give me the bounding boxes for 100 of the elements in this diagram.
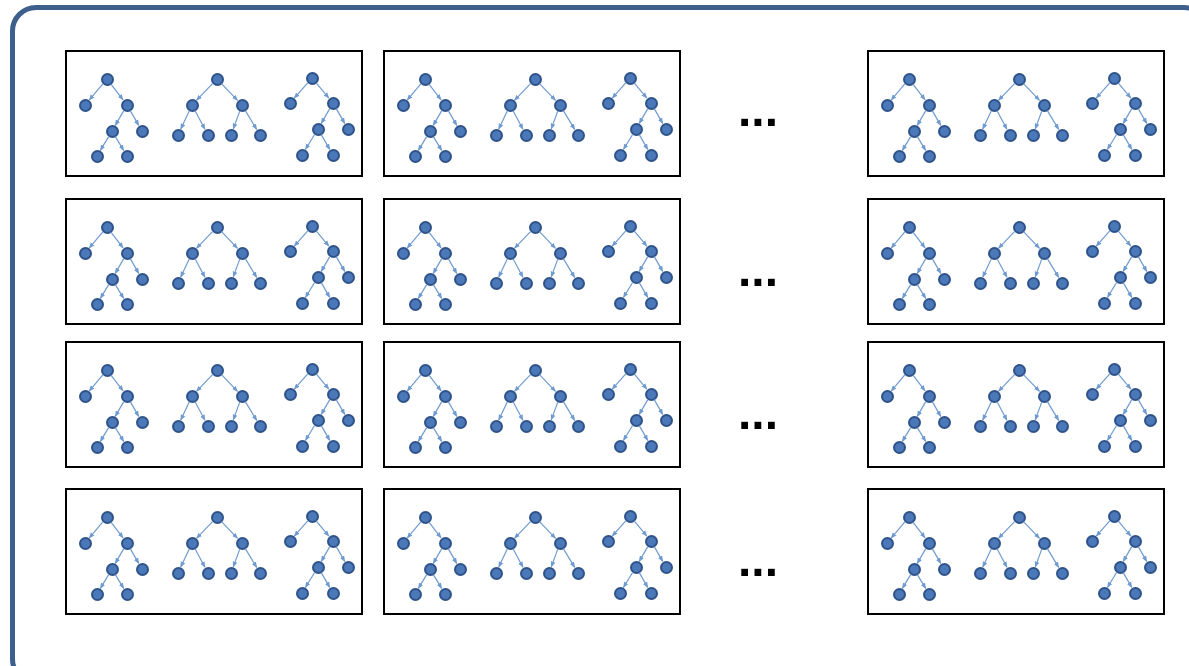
arrow (180, 258, 190, 278)
arrow (901, 426, 912, 443)
tree-panel (867, 488, 1165, 615)
arrow (232, 548, 241, 568)
arrow (114, 426, 125, 443)
arrow (432, 258, 443, 274)
arrow (638, 399, 649, 415)
arrow (320, 399, 331, 415)
arrow (110, 521, 124, 539)
arrow (498, 110, 508, 130)
arrow (406, 374, 422, 392)
arrow (1046, 547, 1060, 569)
arrow (180, 401, 190, 421)
arrow (432, 548, 443, 564)
arrow (550, 110, 559, 130)
tree-panel (867, 50, 1165, 177)
arrow (320, 256, 331, 272)
arrow (901, 573, 912, 590)
arrow (195, 374, 214, 392)
arrow (912, 521, 926, 539)
arrow (335, 108, 346, 124)
arrow (916, 548, 927, 564)
arrow (232, 258, 241, 278)
arrow (982, 110, 992, 130)
arrow (513, 521, 532, 539)
arrow (1117, 520, 1132, 537)
arrow (1034, 110, 1043, 130)
arrow (638, 282, 649, 298)
arrow (320, 546, 331, 562)
arrow (982, 548, 992, 568)
arrow (996, 258, 1008, 278)
arrow (1122, 399, 1133, 415)
arrow (428, 83, 442, 101)
arrow (1137, 399, 1148, 415)
arrow (195, 521, 214, 539)
arrow (432, 426, 443, 443)
arrow (1106, 571, 1118, 589)
arrow (114, 135, 125, 152)
arrow (88, 521, 104, 539)
arrow (428, 521, 442, 539)
arrow (232, 110, 241, 130)
arrow (244, 400, 258, 422)
arrow (638, 256, 649, 272)
arrow (633, 230, 648, 247)
arrow (1034, 258, 1043, 278)
arrow (916, 401, 927, 417)
arrow (114, 401, 125, 417)
arrow (432, 573, 443, 590)
arrow (1137, 256, 1148, 272)
arrow (890, 374, 906, 392)
arrow (916, 283, 927, 300)
arrow (320, 425, 331, 441)
arrow (931, 258, 942, 274)
arrow (653, 399, 664, 415)
arrow (1095, 373, 1111, 390)
arrow (611, 373, 627, 390)
ellipsis: ... (738, 246, 778, 294)
arrow (432, 135, 443, 152)
arrow (244, 109, 258, 131)
arrow (1122, 134, 1133, 150)
arrow (513, 231, 532, 249)
arrow (129, 401, 140, 417)
arrow (447, 110, 458, 126)
arrow (1095, 520, 1111, 537)
arrow (996, 110, 1008, 130)
arrow (129, 258, 140, 274)
arrow (406, 231, 422, 249)
arrow (550, 258, 559, 278)
arrow (110, 231, 124, 249)
arrow (194, 110, 206, 130)
arrow (498, 401, 508, 421)
arrow (997, 83, 1016, 101)
arrow (538, 521, 557, 539)
tree-panel (65, 341, 363, 468)
arrow (622, 281, 634, 299)
arrow (1137, 108, 1148, 124)
arrow (890, 521, 906, 539)
arrow (406, 521, 422, 539)
arrow (638, 546, 649, 562)
arrow (498, 258, 508, 278)
arrow (1117, 82, 1132, 99)
arrow (304, 424, 316, 442)
arrow (1046, 257, 1060, 279)
arrow (244, 257, 258, 279)
arrow (996, 401, 1008, 421)
arrow (538, 231, 557, 249)
arrow (931, 401, 942, 417)
arrow (916, 258, 927, 274)
arrow (335, 546, 346, 562)
arrow (335, 399, 346, 415)
arrow (220, 374, 239, 392)
arrow (304, 571, 316, 589)
arrow (512, 401, 524, 421)
arrow (293, 82, 309, 99)
arrow (88, 374, 104, 392)
tree-panel (65, 50, 363, 177)
arrow (114, 573, 125, 590)
arrow (550, 548, 559, 568)
arrow (622, 571, 634, 589)
arrow (417, 573, 428, 590)
